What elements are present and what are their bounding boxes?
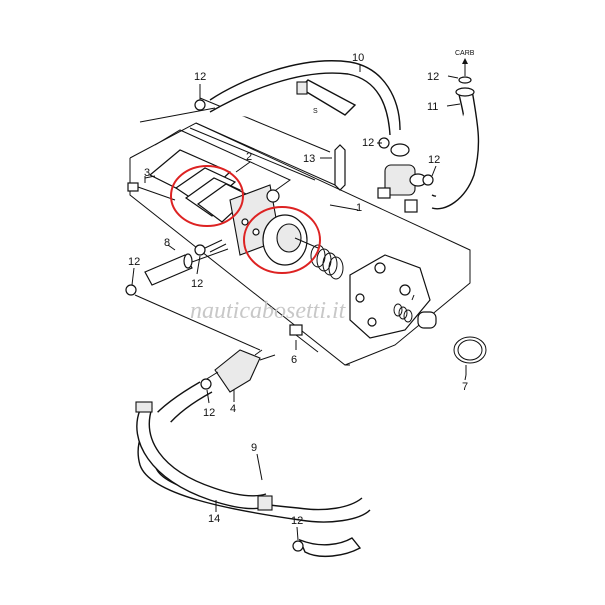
label-6: 6 [291,354,297,366]
label-12-d: 12 [428,154,440,166]
hose-10 [209,60,401,136]
label-7: 7 [462,381,468,393]
label-leaders [131,65,467,541]
pump-cover [349,254,431,339]
clips [125,99,434,552]
label-14: 14 [208,513,220,525]
label-13: 13 [303,153,315,165]
label-12-a: 12 [194,71,206,83]
label-12-g: 12 [203,407,215,419]
pin [144,244,229,286]
label-11: 11 [427,101,438,113]
label-s: S [313,108,318,115]
screw [289,324,319,353]
hose-end-lower [298,537,362,558]
highlight-diaphragm [243,206,321,274]
check-valve [393,294,437,329]
label-9: 9 [251,442,257,454]
hose-11 [431,58,480,210]
t-fitting [377,143,427,213]
spring [310,244,344,280]
guide-line-lower [134,294,261,351]
label-2: 2 [246,151,252,163]
label-12-b: 12 [362,137,374,149]
label-4: 4 [230,403,236,415]
label-12-e: 12 [128,256,140,268]
leader-2 [235,161,251,173]
label-12-h: 12 [291,515,303,527]
label-12-c: 12 [427,71,439,83]
bolt [127,176,176,201]
watermark: nauticabosetti.it [190,298,347,324]
hose-14 [135,401,273,511]
diaphragm-disk [262,214,319,266]
inline-filter [204,349,276,402]
leader-1 [329,204,359,211]
o-ring [453,336,487,375]
label-12-f: 12 [191,278,203,290]
label-3: 3 [144,167,150,179]
label-10: 10 [352,52,364,64]
highlight-gasket [170,165,244,227]
label-1: 1 [356,202,362,214]
bracket [320,144,346,191]
label-carb: CARB [455,50,475,57]
label-8: 8 [164,237,170,249]
